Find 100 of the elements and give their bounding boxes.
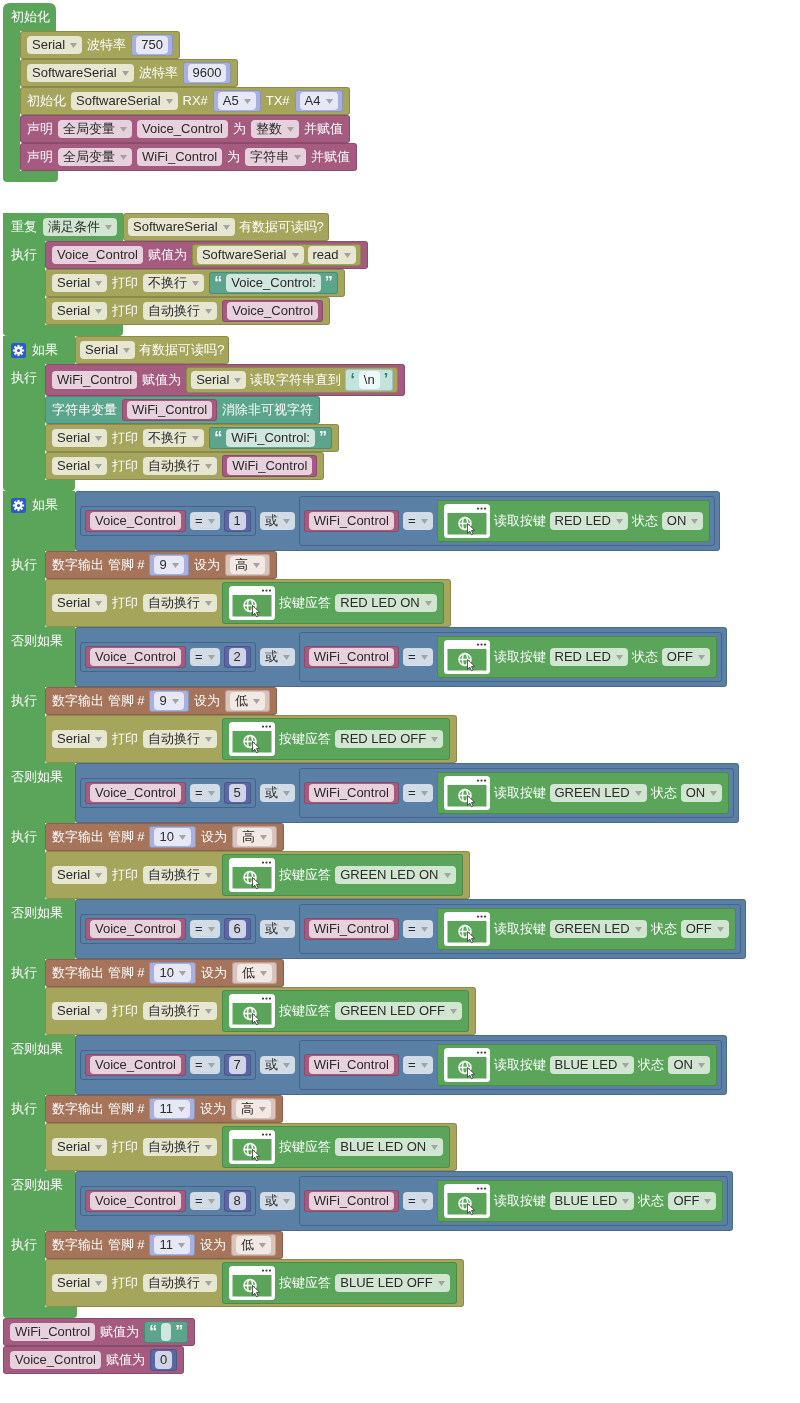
read-button-block [436,500,711,542]
dropdown: 满足条件 [43,218,117,236]
logic-or-block [75,1035,727,1095]
dropdown: = [189,512,220,530]
variable-block [85,510,186,532]
pin-block [149,554,189,576]
dropdown: Serial [52,1138,108,1156]
dropdown: SoftwareSerial [27,64,134,82]
compare-block [298,496,716,546]
text-field: WiFi_Control: [226,429,315,447]
setup-block [3,3,358,182]
serial-available-block [75,336,230,364]
block-label: 打印 [112,1002,139,1020]
pin-block [149,690,189,712]
variable-field: Voice_Control [90,1056,181,1074]
block-label: 为 [232,120,246,138]
pin-block [149,1234,195,1256]
variable-block [222,455,318,477]
loop-block [3,213,368,336]
if-block [3,491,746,1318]
logic-or-block [75,1171,734,1231]
variable-field: WiFi_Control [227,457,313,475]
variable-block [85,1190,186,1212]
digital-write-block [45,1095,283,1123]
block-label: 消除非可视字符 [222,401,314,419]
dropdown: = [189,648,220,666]
serial-baud-block [20,59,239,87]
dropdown: SoftwareSerial [196,246,304,264]
compare-block [80,914,256,944]
dropdown: = [189,920,220,938]
block-label: 打印 [112,457,139,475]
serial-read-until-block [186,367,399,393]
dropdown: Serial [52,866,108,884]
dropdown: 高 [235,1100,271,1118]
dropdown: 字符串 [245,148,307,166]
block-label: 初始化 [11,8,50,26]
variable-block [85,646,186,668]
block-label: 状态 [650,920,677,938]
dropdown: Serial [52,457,108,475]
number-block [182,62,232,84]
variable-field: Voice_Control [90,784,181,802]
variable-field: WiFi_Control [308,920,394,938]
variable-field: Voice_Control [10,1351,101,1369]
block-label: 读取按键 [493,784,546,802]
digital-write-block [45,551,277,579]
dropdown: 9 [154,692,184,710]
serial-print-block [45,1123,458,1171]
block-label: 打印 [112,429,139,447]
button-response-block [222,854,463,896]
serial-init-block [20,87,350,115]
dropdown: BLUE LED OFF [335,1274,450,1292]
block-label: 按键应答 [279,1002,332,1020]
variable-block [303,1054,399,1076]
number-field: 1 [228,512,246,530]
block-label: 打印 [112,866,139,884]
text-block [209,427,332,449]
level-block [230,1234,276,1256]
button-response-block [222,582,444,624]
number-block [223,782,251,804]
number-block [223,510,251,532]
pin-block [149,962,196,984]
level-block [230,1098,276,1120]
level-block [224,554,270,576]
variable-block [85,1054,186,1076]
number-field: 9600 [187,64,227,82]
variable-field: WiFi_Control [52,371,138,389]
logic-or-block [75,899,746,959]
dropdown: Serial [52,429,108,447]
level-block [224,690,270,712]
variable-block [303,782,399,804]
dropdown: 10 [154,964,191,982]
compare-block [298,768,735,818]
block-label: TX# [265,92,290,110]
pin-block [212,90,261,112]
variable-field: WiFi_Control [308,1192,394,1210]
variable-field: Voice_Control [52,246,143,264]
number-block [223,646,251,668]
block-label: 打印 [112,594,139,612]
block-label: 读取按键 [493,648,546,666]
button-response-block [222,1262,457,1304]
block-label: 波特率 [138,64,178,82]
dropdown: RED LED ON [335,594,437,612]
block-label: 设为 [200,828,227,846]
dropdown: 自动换行 [143,594,218,612]
logic-or-block [75,627,727,687]
block-label: 按键应答 [279,866,332,884]
block-label: 否则如果 [11,1040,63,1058]
block-label: 打印 [112,1138,139,1156]
quote-mark: “ [214,429,223,447]
dropdown: 自动换行 [143,1274,218,1292]
text-field: Voice_Control: [226,274,321,292]
dropdown: 低 [229,692,265,710]
block-label: 重复 [11,218,37,236]
digital-write-block [45,823,284,851]
block-label: 如果 [32,341,58,359]
level-block [231,826,277,848]
block-label: 执行 [11,246,37,264]
variable-field: Voice_Control [227,302,319,320]
number-block [223,918,251,940]
dropdown: Serial [27,36,83,54]
